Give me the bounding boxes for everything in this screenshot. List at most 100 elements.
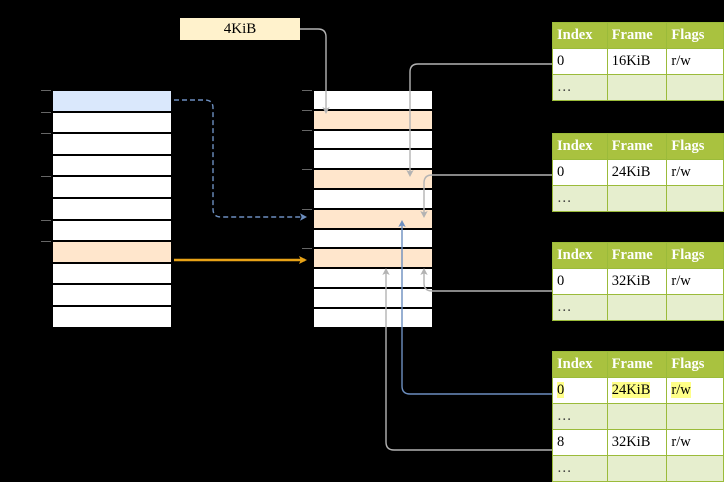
table-row[interactable]: 0 24KiB r/w [552,377,724,404]
memory-frame-row [52,111,172,134]
link-table2-to-frame [420,174,552,218]
table-row[interactable]: … [552,403,724,430]
memory-frame-row [52,176,172,198]
memory-frame-row [52,284,172,306]
memory-frame-row [52,241,172,263]
frame-boundary-tick [302,109,312,111]
frame-boundary-tick [302,208,312,210]
cell-index: … [552,74,608,101]
cell-flags: r/w [666,48,724,75]
table-row[interactable]: … [552,294,724,321]
memory-frame-row [313,90,433,110]
column-header-flags: Flags [666,133,724,160]
cell-frame: 32KiB [606,429,668,456]
frame-boundary-tick [302,90,312,91]
physical-memory-column [313,90,433,328]
column-header-frame: Frame [606,242,668,269]
page-size-label: 4KiB [180,18,300,40]
memory-frame-row [313,228,433,249]
highlighted-value: 24KiB [611,382,651,398]
column-header-flags: Flags [666,242,724,269]
table-row[interactable]: … [552,455,724,482]
memory-frame-row [313,169,433,189]
cell-flags: r/w [666,268,724,295]
memory-frame-row [313,307,433,328]
cell-frame: 16KiB [606,48,668,75]
frame-boundary-tick [41,133,51,135]
table-row[interactable]: … [552,185,724,212]
link-table3-to-frame [420,268,552,292]
column-header-frame: Frame [606,22,668,49]
memory-frame-row [52,133,172,155]
cell-frame [606,294,668,321]
cell-flags [666,74,724,101]
link-virtual-blue-to-frame [174,99,307,221]
cell-index: … [552,185,608,212]
frame-boundary-tick [41,219,51,221]
memory-frame-row [313,129,433,150]
cell-index: 0 [552,159,608,186]
highlighted-value: r/w [671,382,691,398]
memory-frame-row [313,149,433,170]
cell-index: 0 [552,48,608,75]
cell-frame [606,74,668,101]
frame-boundary-tick [41,111,51,113]
cell-index: 0 [552,268,608,295]
virtual-address-space-column [52,90,172,328]
memory-frame-row [313,109,433,130]
cell-flags: r/w [666,429,724,456]
memory-frame-row [313,268,433,288]
frame-boundary-tick [41,90,51,91]
column-header-index: Index [552,22,608,49]
memory-frame-row [52,90,172,112]
cell-index: 8 [552,429,608,456]
frame-boundary-tick [41,241,51,243]
cell-flags: r/w [666,159,724,186]
cell-frame: 24KiB [606,377,668,404]
cell-frame: 32KiB [606,268,668,295]
column-header-index: Index [552,133,608,160]
table-row[interactable]: … [552,74,724,101]
frame-boundary-tick [302,129,312,131]
cell-index: … [552,294,608,321]
cell-frame [606,455,668,482]
column-header-index: Index [552,351,608,378]
cell-frame [606,185,668,212]
column-header-frame: Frame [606,351,668,378]
cell-index: … [552,403,608,430]
memory-frame-row [52,305,172,328]
memory-frame-row [52,154,172,177]
cell-flags [666,455,724,482]
memory-frame-row [313,248,433,269]
cell-flags [666,294,724,321]
frame-boundary-tick [41,176,51,178]
frame-boundary-tick [302,248,312,250]
memory-frame-row [313,208,433,229]
cell-flags [666,403,724,430]
column-header-frame: Frame [606,133,668,160]
cell-frame [606,403,668,430]
highlighted-value: 0 [557,382,565,398]
cell-flags: r/w [666,377,724,404]
memory-frame-row [52,262,172,285]
cell-flags [666,185,724,212]
column-header-index: Index [552,242,608,269]
memory-frame-row [313,287,433,308]
column-header-flags: Flags [666,22,724,49]
frame-boundary-tick [302,169,312,171]
cell-index: … [552,455,608,482]
column-header-flags: Flags [666,351,724,378]
